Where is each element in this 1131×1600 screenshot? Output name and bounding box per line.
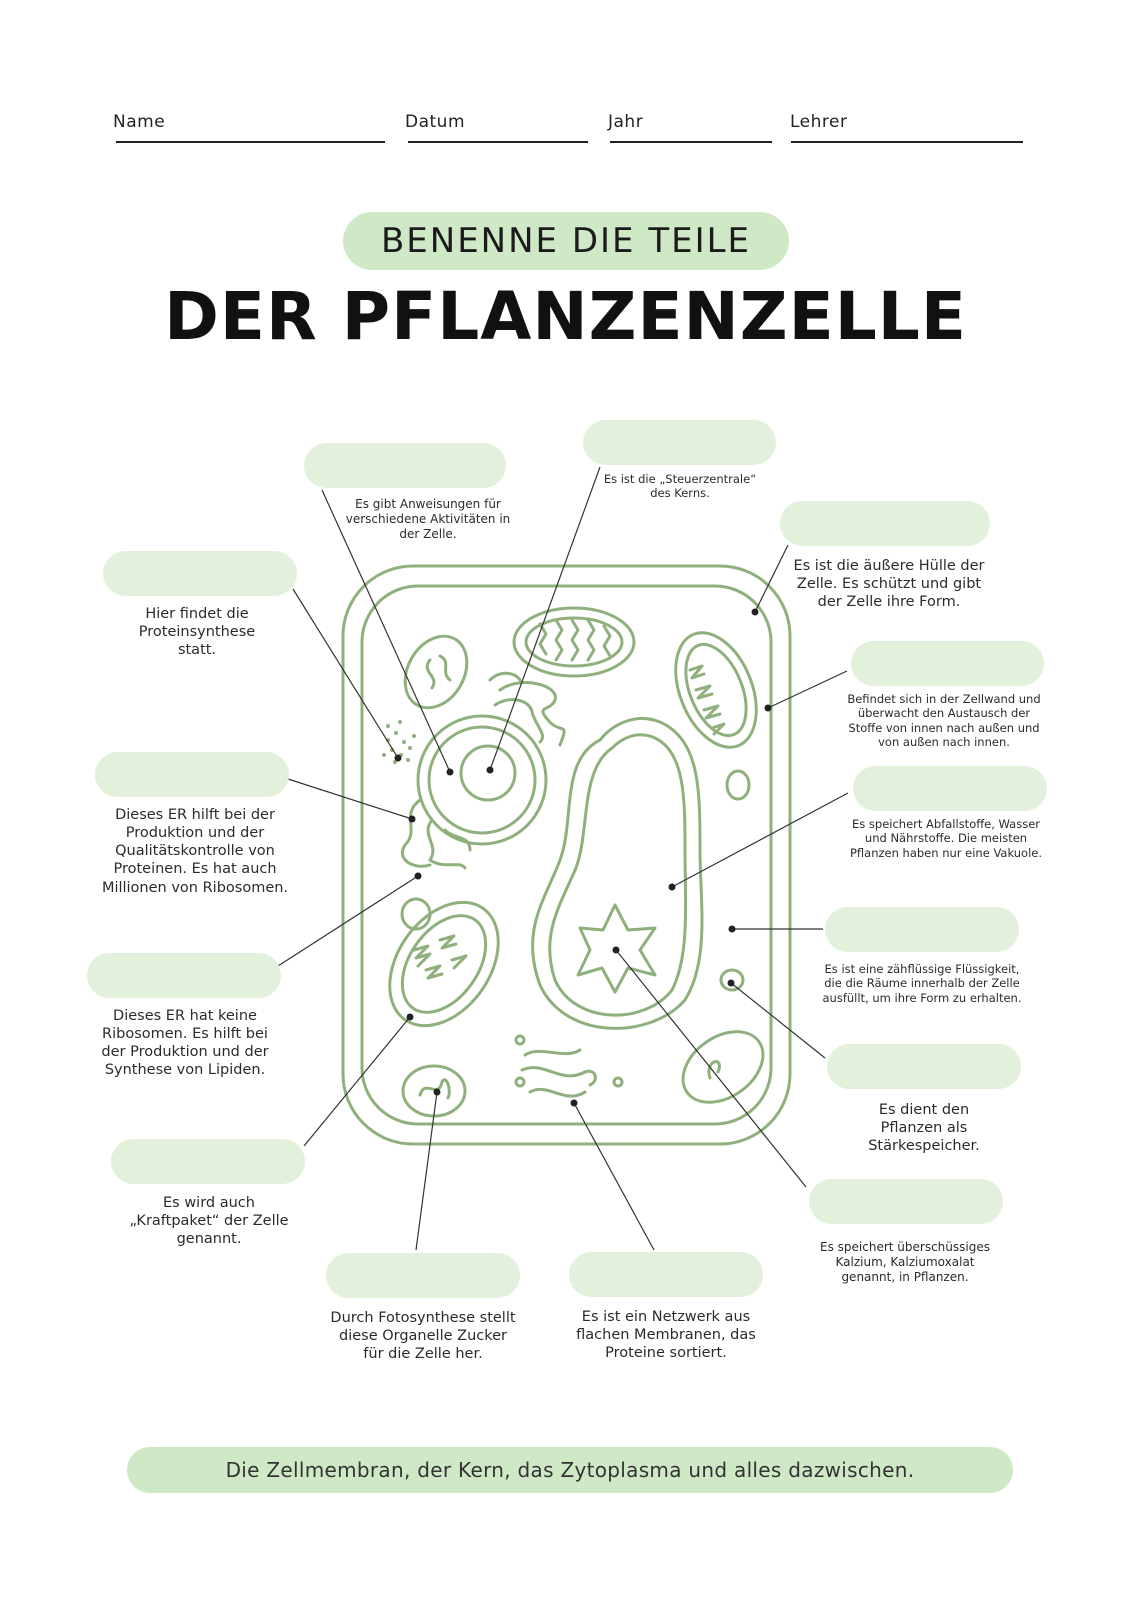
answer-box-cell-membrane[interactable]	[851, 641, 1044, 686]
date-field[interactable]	[408, 141, 588, 143]
answer-box-amyloplast[interactable]	[827, 1044, 1021, 1089]
name-label: Name	[113, 112, 166, 132]
vacuole-shape	[531, 717, 704, 1030]
answer-box-vacuole[interactable]	[853, 766, 1047, 811]
golgi-shape	[523, 1048, 582, 1057]
answer-box-nucleus[interactable]	[304, 443, 506, 488]
description-cytoplasm: Es ist eine zähflüssige Flüssigkeit, die…	[822, 962, 1022, 1005]
description-ribosomes: Hier findet die Proteinsynthese statt.	[138, 606, 256, 659]
subtitle-text: BENENNE DIE TEILE	[380, 221, 752, 261]
calcium-crystal-shape	[576, 903, 657, 994]
description-nucleolus: Es ist die „Steuerzentrale“ des Kerns.	[603, 472, 757, 501]
answer-box-rough-er[interactable]	[95, 752, 289, 797]
answer-box-mitochondrion[interactable]	[111, 1139, 305, 1184]
answer-box-cytoplasm[interactable]	[825, 907, 1019, 952]
description-smooth-er: Dieses ER hat keine Ribosomen. Es hilft …	[101, 1008, 269, 1079]
mitochondrion-shape	[388, 900, 500, 1028]
answer-box-nucleolus[interactable]	[583, 420, 776, 465]
year-label: Jahr	[608, 112, 644, 132]
answer-box-cell-wall[interactable]	[780, 501, 990, 546]
date-label: Datum	[405, 112, 466, 132]
cell-wall-shape	[341, 564, 792, 1146]
answer-box-smooth-er[interactable]	[87, 953, 281, 998]
answer-box-ribosomes[interactable]	[103, 551, 297, 596]
nucleolus-shape	[459, 744, 517, 802]
description-chloroplast: Durch Fotosynthese stellt diese Organell…	[330, 1310, 516, 1363]
description-calcium-crystal: Es speichert überschüssiges Kalzium, Kal…	[820, 1240, 990, 1284]
description-nucleus: Es gibt Anweisungen für verschiedene Akt…	[345, 497, 511, 541]
subtitle-banner: BENENNE DIE TEILE	[343, 212, 789, 270]
teacher-label: Lehrer	[790, 112, 848, 132]
description-amyloplast: Es dient den Pflanzen als Stärkespeicher…	[868, 1102, 980, 1155]
description-vacuole: Es speichert Abfallstoffe, Wasser und Nä…	[849, 817, 1043, 860]
cell-membrane-shape	[360, 584, 773, 1126]
footer-text: Die Zellmembran, der Kern, das Zytoplasm…	[225, 1458, 915, 1482]
chloroplast-shape	[512, 606, 636, 678]
nucleus-shape	[416, 714, 548, 846]
footer-banner: Die Zellmembran, der Kern, das Zytoplasm…	[127, 1447, 1013, 1493]
description-cell-wall: Es ist die äußere Hülle der Zelle. Es sc…	[793, 558, 985, 611]
description-cell-membrane: Befindet sich in der Zellwand und überwa…	[847, 692, 1041, 750]
teacher-field[interactable]	[791, 141, 1023, 143]
description-mitochondrion: Es wird auch „Kraftpaket“ der Zelle gena…	[129, 1195, 289, 1248]
description-rough-er: Dieses ER hilft bei der Produktion und d…	[101, 807, 289, 896]
name-field[interactable]	[116, 141, 385, 143]
answer-box-chloroplast[interactable]	[326, 1253, 520, 1298]
answer-box-golgi[interactable]	[569, 1252, 763, 1297]
page-title: DER PFLANZENZELLE	[164, 278, 967, 355]
answer-box-calcium-crystal[interactable]	[809, 1179, 1003, 1224]
year-field[interactable]	[610, 141, 772, 143]
description-golgi: Es ist ein Netzwerk aus flachen Membrane…	[576, 1309, 756, 1362]
